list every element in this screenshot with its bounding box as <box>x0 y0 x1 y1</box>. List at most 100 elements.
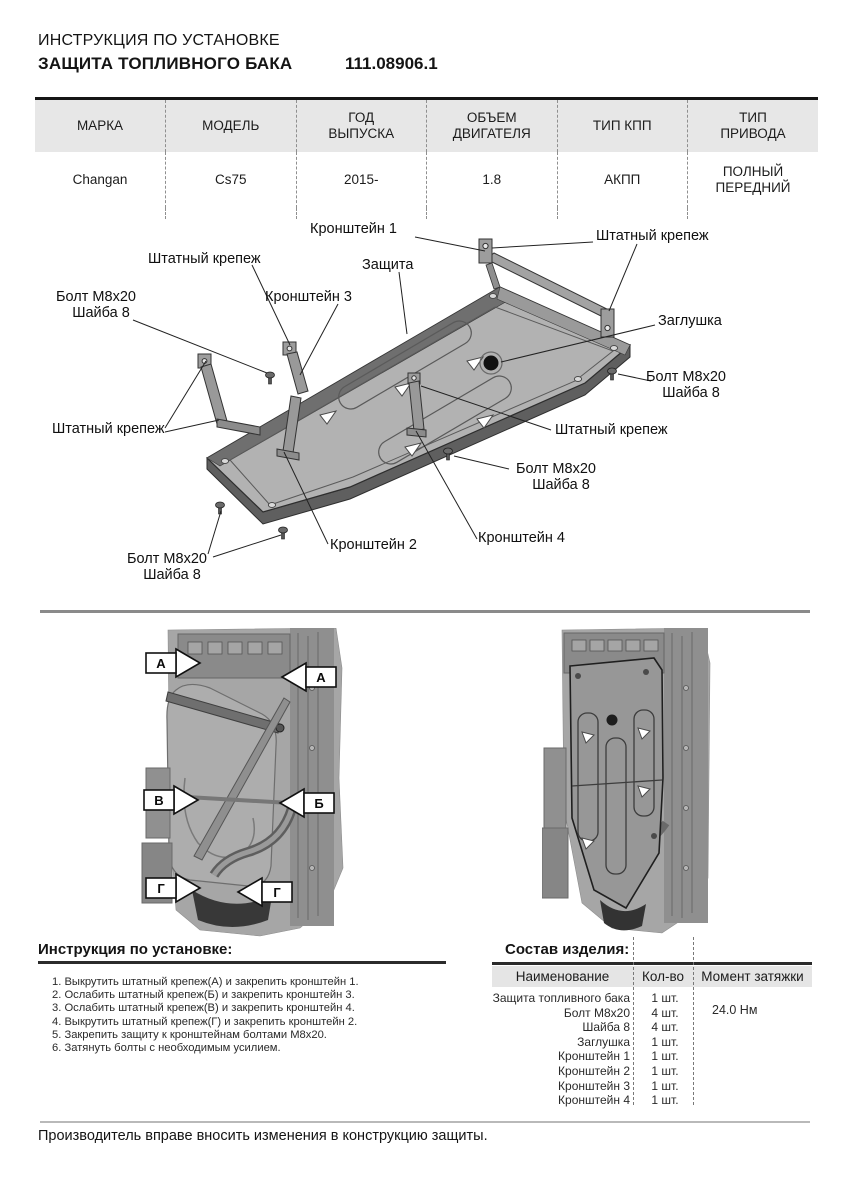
plug <box>483 355 499 371</box>
marker-b-label: Б <box>314 796 323 811</box>
footer-note: Производитель вправе вносить изменения в… <box>38 1128 488 1144</box>
callout-bracket-4: Кронштейн 4 <box>478 530 565 546</box>
parts-header-torque: Момент затяжки <box>701 969 804 984</box>
callout-washer-bl: Шайба 8 <box>143 567 201 583</box>
photo-underbody-after <box>542 628 711 934</box>
marker-v <box>143 784 200 816</box>
muffler-shadow <box>600 900 646 931</box>
parts-title: Состав изделия: <box>505 941 630 958</box>
instruction-item: 4. Выкрутить штатный крепеж(Г) и закрепи… <box>52 1015 358 1028</box>
plug-ring <box>479 351 503 375</box>
marker-a-right <box>280 661 337 693</box>
mount-holes <box>220 293 619 508</box>
callout-bolt-tl: Болт М8х20 <box>56 289 136 305</box>
photo-underbody-before: А А В Б Г Г <box>141 628 344 937</box>
plate-rib <box>378 375 512 465</box>
marker-a-left <box>145 647 202 679</box>
instructions-rule <box>38 961 446 964</box>
doc-title: ЗАЩИТА ТОПЛИВНОГО БАКА <box>38 54 293 73</box>
spec-header-marka: МАРКА <box>35 98 166 152</box>
sill-panel <box>664 628 708 923</box>
instruction-item: 1. Выкрутить штатный крепеж(А) и закрепи… <box>52 976 359 988</box>
marker-g-left-label: Г <box>157 881 165 896</box>
instruction-item: 3. Ослабить штатный крепеж(В) и закрепит… <box>52 1002 355 1015</box>
section-divider <box>40 610 810 613</box>
instruction-item: 5. Закрепить защиту к кронштейнам болтам… <box>52 1028 327 1041</box>
parts-header-name: Наименование <box>515 969 610 984</box>
bolt-icon <box>607 367 617 381</box>
vent-triangles <box>581 727 651 850</box>
tank-strap <box>165 691 281 734</box>
spec-value-year: 2015- <box>296 152 427 208</box>
bracket-3 <box>282 341 309 395</box>
parts-header-qty: Кол-во <box>642 969 684 984</box>
bracket-1 <box>478 238 493 264</box>
callout-factory-mount-ml: Штатный крепеж <box>52 421 165 437</box>
spec-header-gearbox: ТИП КПП <box>557 98 688 152</box>
callout-washer-r: Шайба 8 <box>662 385 720 401</box>
parts-divider-dash <box>633 937 634 1105</box>
instructions-list: 1. Выкрутить штатный крепеж(А) и закрепи… <box>52 976 452 1055</box>
callout-washer-tl: Шайба 8 <box>72 305 130 321</box>
cross-member <box>177 633 291 679</box>
bracket-1-assembly <box>478 238 615 338</box>
spec-value-model: Cs75 <box>165 152 297 208</box>
instruction-item: 2. Ослабить штатный крепеж(Б) и закрепит… <box>52 989 355 1002</box>
instruction-item: 6. Затянуть болты с необходимым усилием. <box>52 1042 281 1055</box>
bolt-icon <box>265 371 275 385</box>
install-diagram: Кронштейн 1 Штатный крепеж Штатный крепе… <box>52 221 726 583</box>
bolt-icon <box>278 526 288 540</box>
vent-triangles <box>319 356 495 457</box>
torque-value: 24.0 Нм <box>712 1003 758 1017</box>
spec-tail-row <box>35 208 818 219</box>
callout-bolt-bl: Болт М8х20 <box>127 551 207 567</box>
callout-lines <box>132 236 656 558</box>
spec-value-gearbox: АКПП <box>557 152 688 208</box>
marker-a-left-label: А <box>156 656 166 671</box>
instructions-title: Инструкция по установке: <box>38 941 233 958</box>
marker-g-right <box>236 876 293 908</box>
factory-bracket-left <box>197 353 261 436</box>
bracket-2 <box>276 395 302 461</box>
callout-plate: Защита <box>362 257 414 273</box>
callout-bolt-r: Болт М8х20 <box>646 369 726 385</box>
parts-rule <box>492 962 812 965</box>
callout-factory-mount-tl: Штатный крепеж <box>148 251 261 267</box>
plate-bolts <box>575 669 657 839</box>
bracket-4 <box>406 372 427 438</box>
callout-bracket-2: Кронштейн 2 <box>330 537 417 553</box>
callout-bracket-3: Кронштейн 3 <box>265 289 352 305</box>
marker-a-right-label: А <box>316 670 326 685</box>
callout-factory-mount-mr: Штатный крепеж <box>555 422 668 438</box>
muffler-shadow <box>192 890 272 927</box>
spec-header-model: МОДЕЛЬ <box>165 98 297 152</box>
marker-g-left <box>145 872 202 904</box>
footer-rule <box>40 1121 810 1123</box>
callout-washer-br: Шайба 8 <box>532 477 590 493</box>
diagonal-brace <box>193 697 291 861</box>
doc-subtitle: ИНСТРУКЦИЯ ПО УСТАНОВКЕ <box>38 32 280 49</box>
part-number: 111.08906.1 <box>345 54 438 73</box>
plate-right-flange <box>496 286 631 356</box>
factory-mount-right <box>600 308 615 338</box>
bolt-icon <box>443 447 453 461</box>
parts-header-band <box>492 966 812 987</box>
marker-b <box>278 787 335 819</box>
